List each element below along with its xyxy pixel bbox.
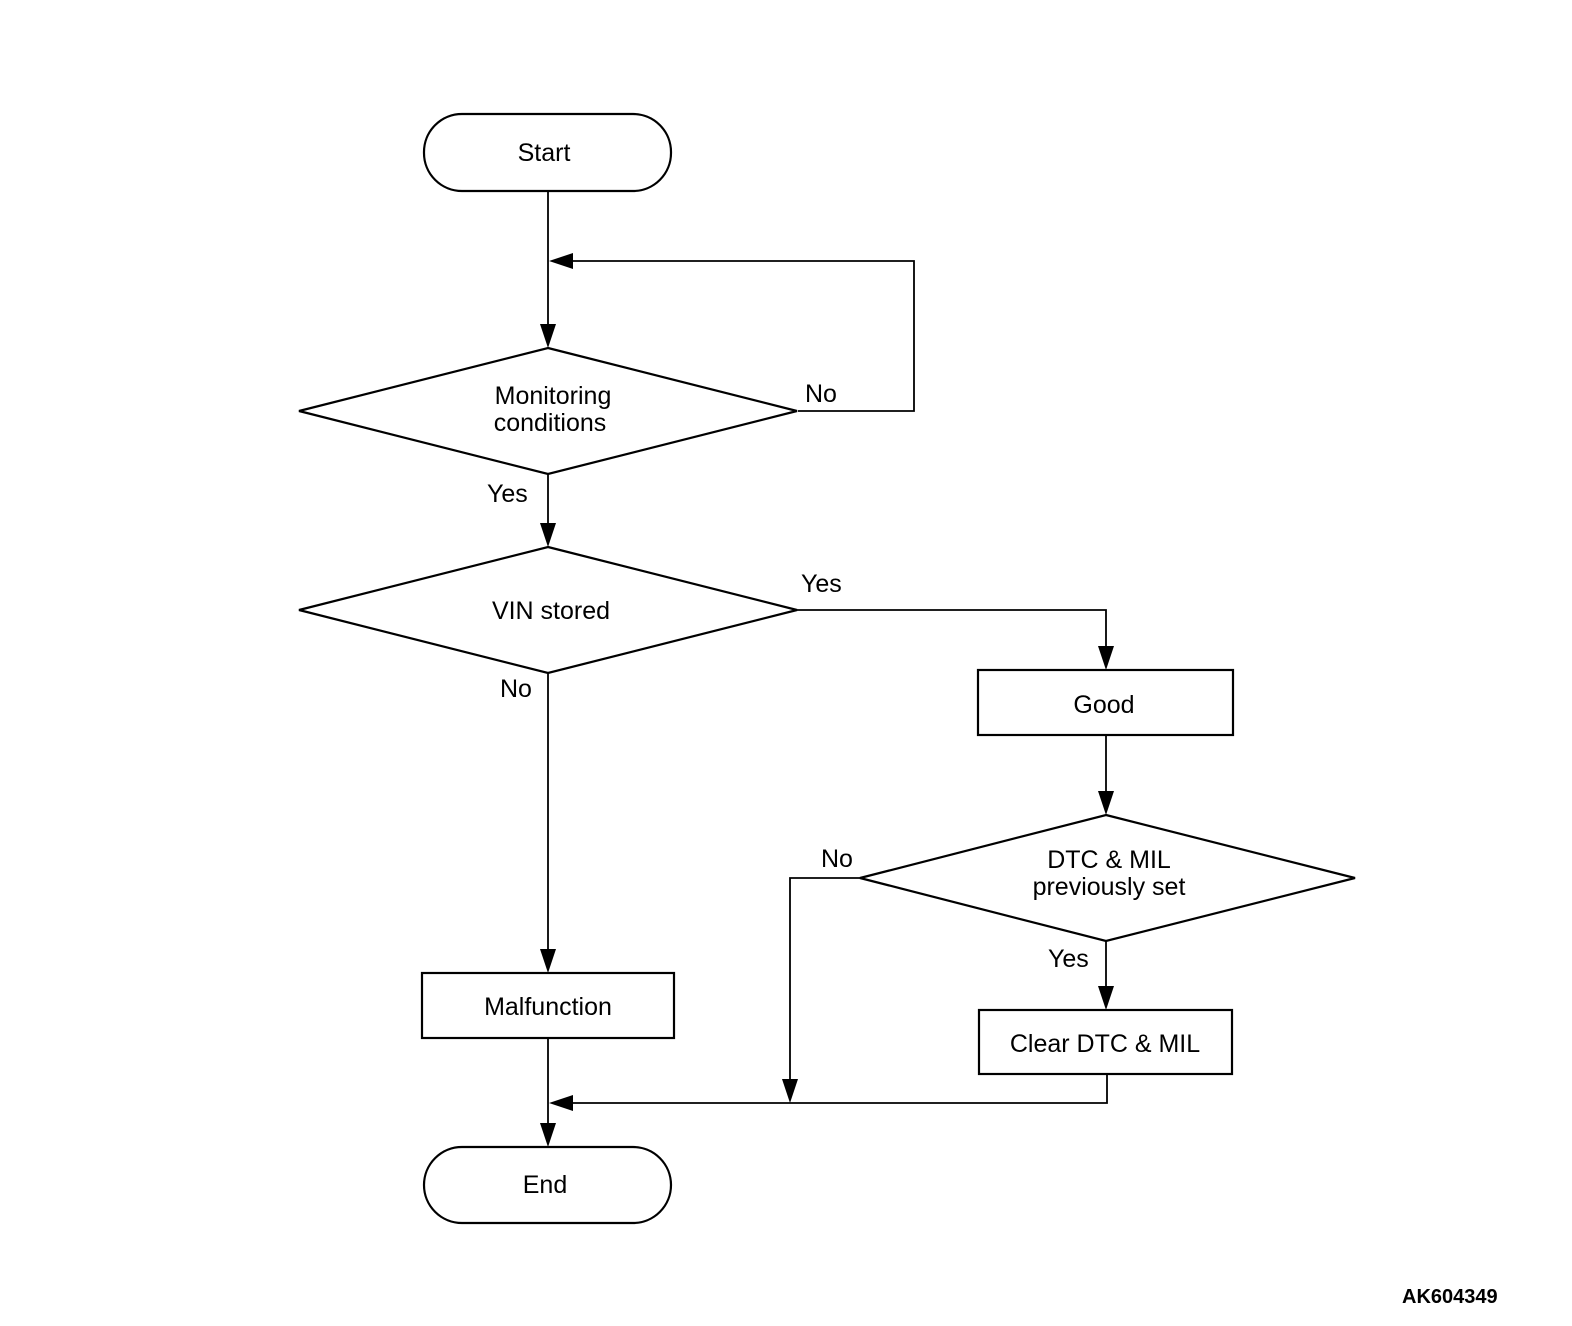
connector-vin-yes-to-good xyxy=(797,609,1107,650)
good-box xyxy=(976,668,1235,737)
arrowhead-vin-in xyxy=(540,523,556,547)
arrowhead-merge-return xyxy=(549,1095,573,1111)
connector-dtc-no xyxy=(789,877,860,1083)
figure-id-label: AK604349 xyxy=(1402,1286,1498,1308)
connector-monitoring-no-loop xyxy=(572,260,915,412)
arrowhead-monitoring-in xyxy=(540,324,556,348)
monitoring-yes-label: Yes xyxy=(487,480,528,508)
arrowhead-malfunction-in xyxy=(540,949,556,973)
arrowhead-clear-in xyxy=(1098,986,1114,1010)
arrowhead-dtc-no-down xyxy=(782,1079,798,1103)
monitoring-no-label: No xyxy=(805,380,837,408)
vin-no-label: No xyxy=(500,675,532,703)
arrowhead-end-in xyxy=(540,1123,556,1147)
dtc-no-label: No xyxy=(821,845,853,873)
malfunction-label: Malfunction xyxy=(484,993,612,1021)
start-label: Start xyxy=(518,139,571,167)
good-label: Good xyxy=(1073,691,1134,719)
dtc-decision xyxy=(859,813,1356,943)
end-label: End xyxy=(523,1171,567,1199)
clear-box xyxy=(977,1008,1234,1076)
vin-decision xyxy=(298,545,798,675)
monitoring-label-line1: Monitoring xyxy=(495,382,612,410)
vin-label: VIN stored xyxy=(492,597,610,625)
vin-yes-label: Yes xyxy=(801,570,842,598)
connector-clear-to-merge xyxy=(572,1074,1108,1104)
end-terminal xyxy=(422,1145,673,1225)
malfunction-box xyxy=(420,971,676,1040)
monitoring-label-line2: conditions xyxy=(494,409,607,437)
clear-label: Clear DTC & MIL xyxy=(1010,1030,1200,1058)
dtc-label-line2: previously set xyxy=(1033,873,1186,901)
dtc-label-line1: DTC & MIL xyxy=(1047,846,1171,874)
arrowhead-dtc-in xyxy=(1098,791,1114,815)
monitoring-decision xyxy=(298,346,798,476)
dtc-yes-label: Yes xyxy=(1048,945,1089,973)
arrowhead-loop-return xyxy=(549,253,573,269)
start-terminal xyxy=(422,112,673,193)
arrowhead-good-in xyxy=(1098,646,1114,670)
